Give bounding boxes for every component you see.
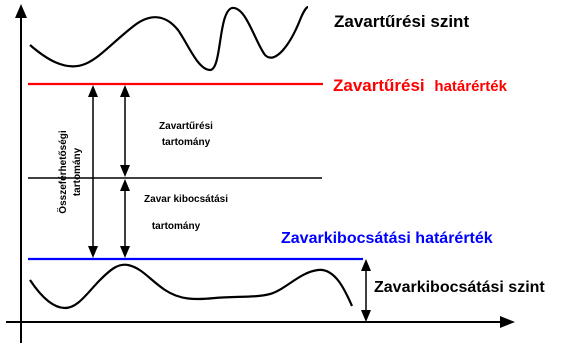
emission-range-label-line1: Zavar kibocsátási bbox=[144, 194, 228, 205]
compatibility-arrow-bottom bbox=[88, 246, 98, 258]
immunity-level-label: Zavartűrési szint bbox=[334, 12, 469, 31]
immunity-limit-label: Zavartűrési határérték bbox=[333, 76, 508, 95]
immunity-arrow-bottom bbox=[120, 165, 130, 177]
compatibility-arrow-top bbox=[88, 85, 98, 97]
immunity-arrow-top bbox=[120, 85, 130, 97]
immunity-limit-label-part2: határérték bbox=[434, 78, 507, 95]
emission-arrow-top bbox=[120, 179, 130, 191]
emission-level-arrow-top bbox=[361, 259, 371, 271]
x-axis-arrowhead bbox=[500, 316, 515, 328]
compatibility-range-label-line1: Összeférhetőségi bbox=[56, 130, 69, 214]
emission-level-arrow-bottom bbox=[361, 310, 371, 322]
y-axis-arrowhead bbox=[15, 4, 27, 18]
emission-arrow-bottom bbox=[120, 246, 130, 258]
compatibility-range-label-group: Összeférhetőségi tartomány bbox=[56, 130, 83, 214]
emission-limit-label: Zavarkibocsátási határérték bbox=[281, 230, 493, 247]
compatibility-range-label-line2: tartomány bbox=[72, 147, 83, 196]
immunity-limit-label-part1: Zavartűrési bbox=[333, 76, 425, 95]
immunity-range-label-line2: tartomány bbox=[162, 137, 211, 148]
emission-range-label-line2: tartomány bbox=[152, 221, 201, 232]
immunity-level-curve bbox=[29, 5, 309, 72]
immunity-range-label-line1: Zavartűrési bbox=[159, 121, 213, 132]
emission-level-label: Zavarkibocsátási szint bbox=[374, 279, 545, 296]
emission-level-curve bbox=[29, 263, 354, 310]
